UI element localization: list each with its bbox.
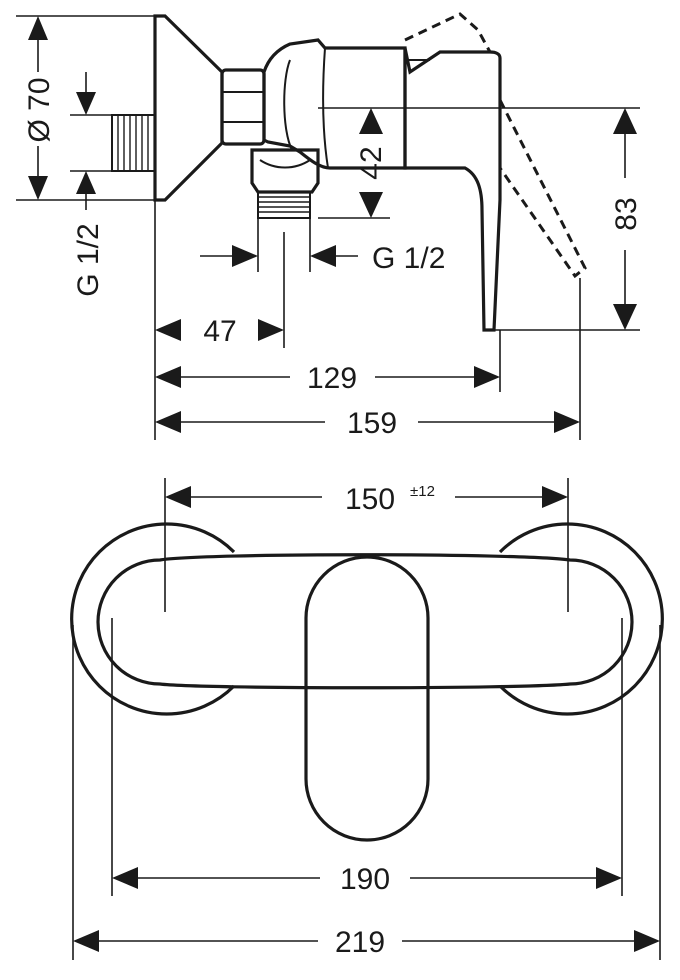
dim-83-label: 83: [610, 197, 643, 230]
hex-nut: [220, 68, 266, 146]
lower-outlet: [250, 148, 320, 219]
dim-129-label: 129: [307, 362, 357, 395]
dim-47-label: 47: [203, 315, 236, 348]
dim-42: 42: [318, 107, 640, 219]
dim-42-label: 42: [355, 146, 388, 179]
dim-190: 190: [111, 618, 623, 896]
dim-159: 159: [155, 407, 580, 440]
dim-150: 150 ±12: [164, 478, 569, 612]
lever-handle-top: [304, 555, 430, 842]
dim-83: 83: [494, 108, 643, 331]
thread-left-label: G 1/2: [72, 223, 105, 296]
dim-diameter-70: Ø 70: [16, 15, 155, 201]
dim-thread-left: G 1/2: [70, 72, 112, 297]
lever-handle: [403, 47, 502, 332]
dim-129: 129: [155, 362, 500, 395]
wall-flange: [153, 14, 224, 202]
top-view: 150 ±12 190 219: [70, 478, 664, 960]
valve-body: [262, 38, 407, 170]
mixer-body-outline: [96, 553, 634, 690]
lever-handle-open-position: [404, 12, 492, 53]
dim-219: 219: [72, 625, 661, 960]
dim-thread-right: G 1/2: [200, 218, 445, 275]
dim-190-label: 190: [340, 863, 390, 896]
right-escutcheon: [498, 522, 664, 716]
dim-159-label: 159: [347, 407, 397, 440]
dim-diameter-70-label: Ø 70: [23, 77, 56, 142]
thread-right-label: G 1/2: [372, 242, 445, 275]
dim-219-label: 219: [335, 926, 385, 959]
body-contour: [283, 59, 293, 151]
dim-47: 47: [155, 315, 284, 348]
dim-150-tolerance: ±12: [410, 483, 435, 500]
side-view: Ø 70 G 1/2 42 83: [16, 12, 643, 440]
dim-150-label: 150: [345, 483, 395, 516]
left-threaded-inlet: [111, 114, 156, 172]
left-escutcheon: [70, 522, 236, 716]
